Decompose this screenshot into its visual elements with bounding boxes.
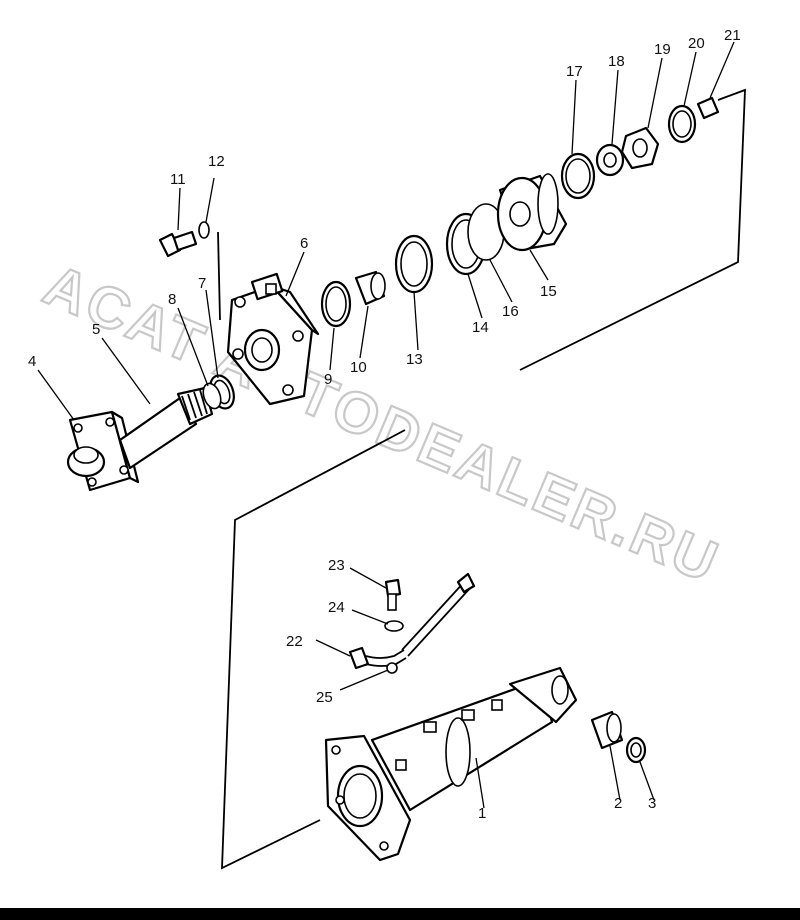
part-5-shaft xyxy=(118,386,214,470)
part-12-washer xyxy=(198,221,210,239)
part-23-bolt xyxy=(384,578,402,611)
callout-20: 20 xyxy=(688,35,705,52)
callout-3: 3 xyxy=(648,795,656,812)
part-17-ring xyxy=(560,152,596,200)
part-3-washer xyxy=(625,736,647,764)
callout-11: 11 xyxy=(170,171,186,188)
part-21-key xyxy=(696,96,720,120)
part-15-piston xyxy=(496,173,568,252)
callout-9: 9 xyxy=(324,371,332,388)
callout-21: 21 xyxy=(724,27,741,44)
callout-8: 8 xyxy=(168,291,176,308)
callout-1: 1 xyxy=(478,805,486,822)
callout-6: 6 xyxy=(300,235,308,252)
callout-24: 24 xyxy=(328,599,345,616)
callout-16: 16 xyxy=(502,303,519,320)
part-18-washer xyxy=(595,143,625,177)
callout-labels: 1 2 3 4 5 6 7 8 9 10 11 12 13 14 15 16 1… xyxy=(28,27,741,822)
callout-25: 25 xyxy=(316,689,333,706)
callout-14: 14 xyxy=(472,319,489,336)
callout-19: 19 xyxy=(654,41,671,58)
callout-5: 5 xyxy=(92,321,100,338)
part-2-bushing xyxy=(590,710,624,750)
callout-17: 17 xyxy=(566,63,583,80)
callout-22: 22 xyxy=(286,633,303,650)
callout-13: 13 xyxy=(406,351,423,368)
part-13-o-ring xyxy=(394,234,434,294)
page-bottom-bar xyxy=(0,908,800,920)
watermark-text: ACAT AUTODEALER.RU xyxy=(35,252,729,596)
part-4-flange xyxy=(66,410,140,492)
callout-12: 12 xyxy=(208,153,225,170)
part-22-pipe-assembly xyxy=(348,572,476,670)
callout-2: 2 xyxy=(614,795,622,812)
callout-23: 23 xyxy=(328,557,345,574)
part-1-cylinder-body xyxy=(324,666,578,862)
part-11-bolt xyxy=(158,230,198,258)
callout-7: 7 xyxy=(198,275,206,292)
callout-15: 15 xyxy=(540,283,557,300)
callout-18: 18 xyxy=(608,53,625,70)
part-6-housing xyxy=(226,272,320,406)
part-10-bushing xyxy=(354,270,386,306)
callout-4: 4 xyxy=(28,353,36,370)
part-9-o-ring xyxy=(320,280,352,328)
bracket-lines xyxy=(217,88,746,870)
part-19-nut xyxy=(620,126,660,170)
callout-10: 10 xyxy=(350,359,367,376)
part-20-ring xyxy=(667,104,697,144)
part-24-washer xyxy=(384,620,404,632)
part-25-fitting xyxy=(386,662,398,674)
leader-lines xyxy=(37,41,735,809)
